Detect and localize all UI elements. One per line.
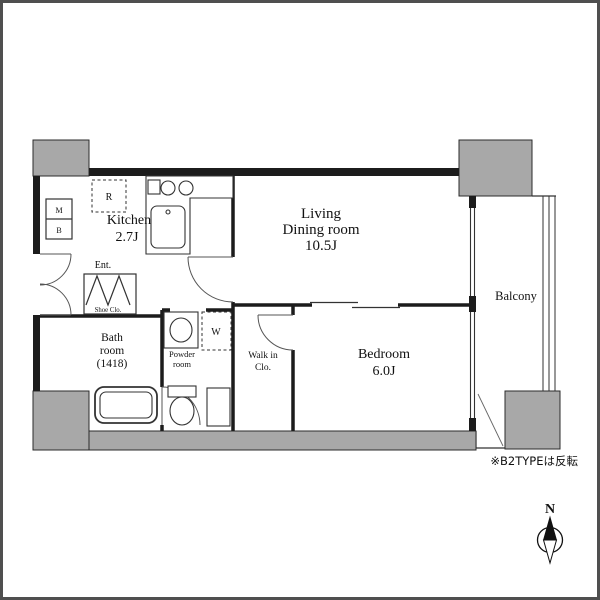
column-bottom-left	[32, 390, 90, 451]
meter-box: M B	[45, 198, 73, 240]
powder-label-1: Powder	[169, 349, 195, 359]
washbasin-icon	[163, 311, 199, 349]
bedroom-size: 6.0J	[373, 364, 397, 379]
column-bottom-right	[504, 390, 561, 450]
powder-room-fixtures	[163, 311, 232, 427]
toilet-icon	[167, 385, 197, 426]
kitchen-fixtures	[91, 175, 234, 255]
exterior-walls	[33, 168, 476, 431]
entrance-door	[39, 253, 72, 316]
meter-box-label-b: B	[56, 226, 61, 235]
living-label-2: Dining room	[282, 222, 359, 238]
column-top-right	[458, 139, 533, 197]
living-label-1: Living	[301, 206, 341, 222]
kitchen-size: 2.7J	[116, 230, 140, 245]
bath-size: (1418)	[97, 358, 128, 370]
entrance-label: Ent.	[95, 260, 111, 271]
wic-label-1: Walk in	[248, 351, 278, 361]
structural-columns	[32, 139, 561, 451]
bathtub-inner	[99, 391, 153, 419]
bottom-wall	[88, 430, 477, 451]
meter-box-label-m: M	[55, 206, 62, 215]
compass: N	[536, 502, 564, 565]
closet-door	[257, 314, 294, 351]
compass-needle-south	[542, 539, 558, 565]
bedroom-label: Bedroom	[358, 347, 410, 362]
shoe-closet	[83, 273, 137, 315]
column-top-left	[32, 139, 90, 177]
balcony-windows	[469, 208, 476, 418]
balcony-label: Balcony	[495, 289, 537, 303]
bathroom-fixtures	[94, 386, 158, 424]
kitchen-label: Kitchen	[107, 213, 151, 228]
room-labels: Kitchen 2.7J Living Dining room 10.5J Be…	[95, 192, 538, 379]
shoe-closet-label: Shoe Clo.	[95, 307, 122, 314]
powder-label-2: room	[173, 359, 191, 369]
cabinet	[206, 387, 231, 427]
washer-label: W	[211, 327, 221, 338]
living-door	[187, 256, 234, 303]
north-label: N	[545, 502, 555, 517]
type-note: ※B2TYPEは反転	[490, 454, 578, 468]
door-arcs	[39, 253, 294, 426]
bath-label-1: Bath	[101, 332, 123, 344]
sink-icon	[150, 205, 186, 249]
wic-label-2: Clo.	[255, 363, 271, 373]
stove-icon	[147, 179, 194, 196]
bath-label-2: room	[100, 345, 124, 357]
living-size: 10.5J	[305, 238, 337, 254]
refrigerator-label: R	[106, 192, 113, 203]
folding-door-icon	[85, 274, 131, 307]
refrigerator-box	[91, 179, 127, 213]
